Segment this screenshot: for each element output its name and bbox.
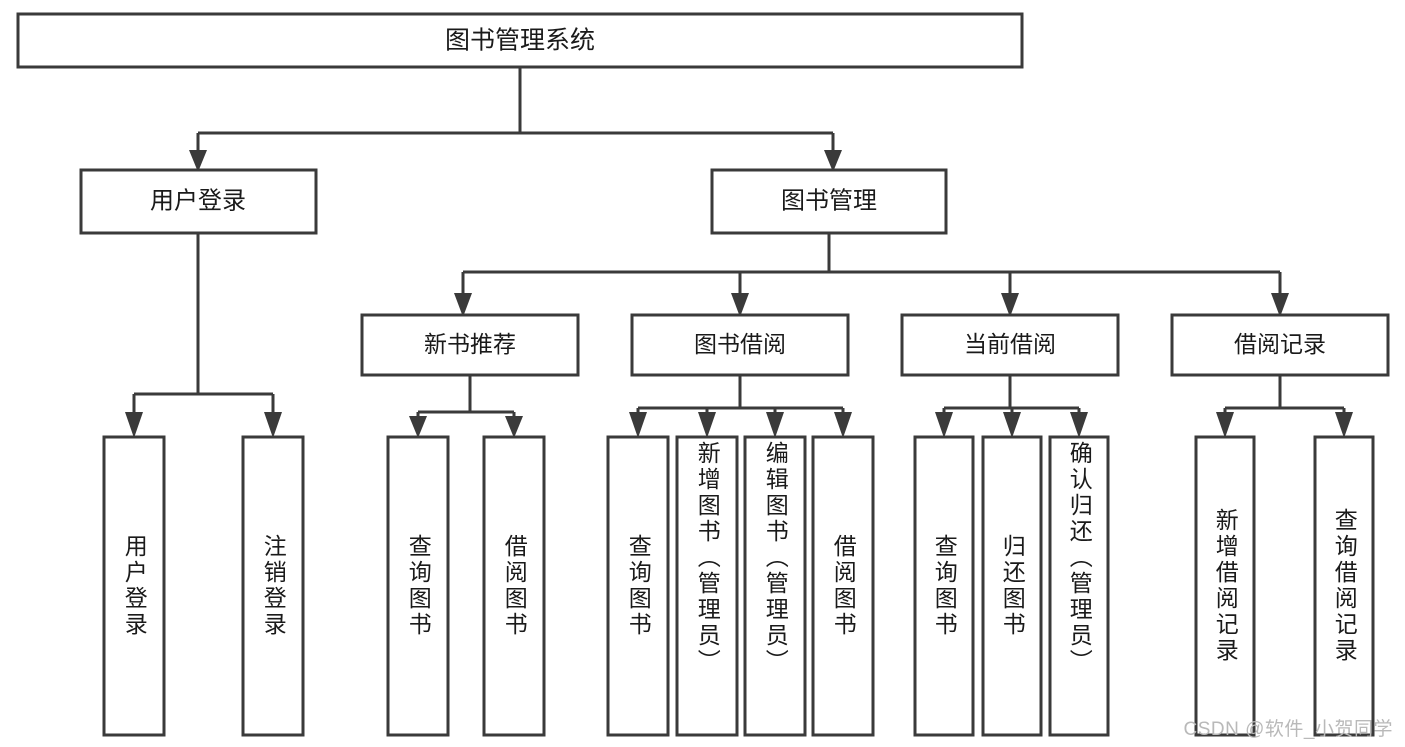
arrow-leaf-query-book-borrow [629,412,647,438]
arrow-book-borrow [731,293,749,317]
arrow-borrow-record [1271,293,1289,317]
arrow-leaf-edit-book-admin [766,412,784,438]
node-user-login[interactable]: 用户登录 [79,168,318,235]
node-book-borrow[interactable]: 图书借阅 [630,313,850,377]
node-leaf-add-book-admin-box[interactable] [675,435,739,737]
node-book-manage-box[interactable] [710,168,948,235]
arrow-current-borrow [1001,293,1019,317]
arrow-new-book-recommend [454,293,472,317]
watermark-text: CSDN @软件_小贺同学 [1183,719,1393,740]
node-leaf-query-book-borrow-box[interactable] [606,435,670,737]
node-borrow-record-box[interactable] [1170,313,1390,377]
connector-layer [125,67,1353,438]
leaf-box-layer [102,435,1375,737]
node-borrow-record[interactable]: 借阅记录 [1170,313,1390,377]
node-book-borrow-label: 图书借阅 [694,331,786,357]
node-book-manage-label: 图书管理 [781,187,877,214]
node-root-label: 图书管理系统 [445,27,595,55]
node-new-book-recommend[interactable]: 新书推荐 [360,313,580,377]
arrow-leaf-borrow-book [834,412,852,438]
arrow-book-manage [824,150,842,172]
node-user-login-box[interactable] [79,168,318,235]
node-leaf-return-book-box[interactable] [981,435,1043,737]
node-leaf-add-record-box[interactable] [1194,435,1256,737]
node-leaf-query-record-box[interactable] [1313,435,1375,737]
node-book-manage[interactable]: 图书管理 [710,168,948,235]
node-new-book-recommend-box[interactable] [360,313,580,377]
node-current-borrow-label: 当前借阅 [964,331,1056,357]
arrow-leaf-borrow-book-new [505,416,523,438]
node-leaf-query-book-current-box[interactable] [913,435,975,737]
arrow-leaf-user-login [125,412,143,438]
arrow-leaf-logout [264,412,282,438]
node-new-book-recommend-label: 新书推荐 [424,331,516,357]
node-user-login-label: 用户登录 [150,187,246,214]
node-leaf-user-login-box[interactable] [102,435,166,737]
node-leaf-edit-book-admin-box[interactable] [743,435,807,737]
arrow-leaf-query-book-new [409,416,427,438]
node-leaf-confirm-return-box[interactable] [1048,435,1110,737]
node-root-box[interactable] [16,12,1024,69]
node-book-borrow-box[interactable] [630,313,850,377]
arrow-user-login [189,150,207,172]
arrow-leaf-confirm-return [1070,412,1088,438]
arrow-leaf-query-record [1335,412,1353,438]
node-borrow-record-label: 借阅记录 [1234,331,1326,357]
node-leaf-query-book-new-box[interactable] [386,435,450,737]
node-current-borrow[interactable]: 当前借阅 [900,313,1120,377]
node-leaf-logout-box[interactable] [241,435,305,737]
arrow-leaf-query-book-current [935,412,953,438]
arrow-leaf-add-record [1216,412,1234,438]
arrow-leaf-add-book-admin [698,412,716,438]
node-current-borrow-box[interactable] [900,313,1120,377]
arrow-leaf-return-book [1003,412,1021,438]
node-root[interactable]: 图书管理系统 [16,12,1024,69]
node-leaf-borrow-book-new-box[interactable] [482,435,546,737]
node-leaf-borrow-book-box[interactable] [811,435,875,737]
